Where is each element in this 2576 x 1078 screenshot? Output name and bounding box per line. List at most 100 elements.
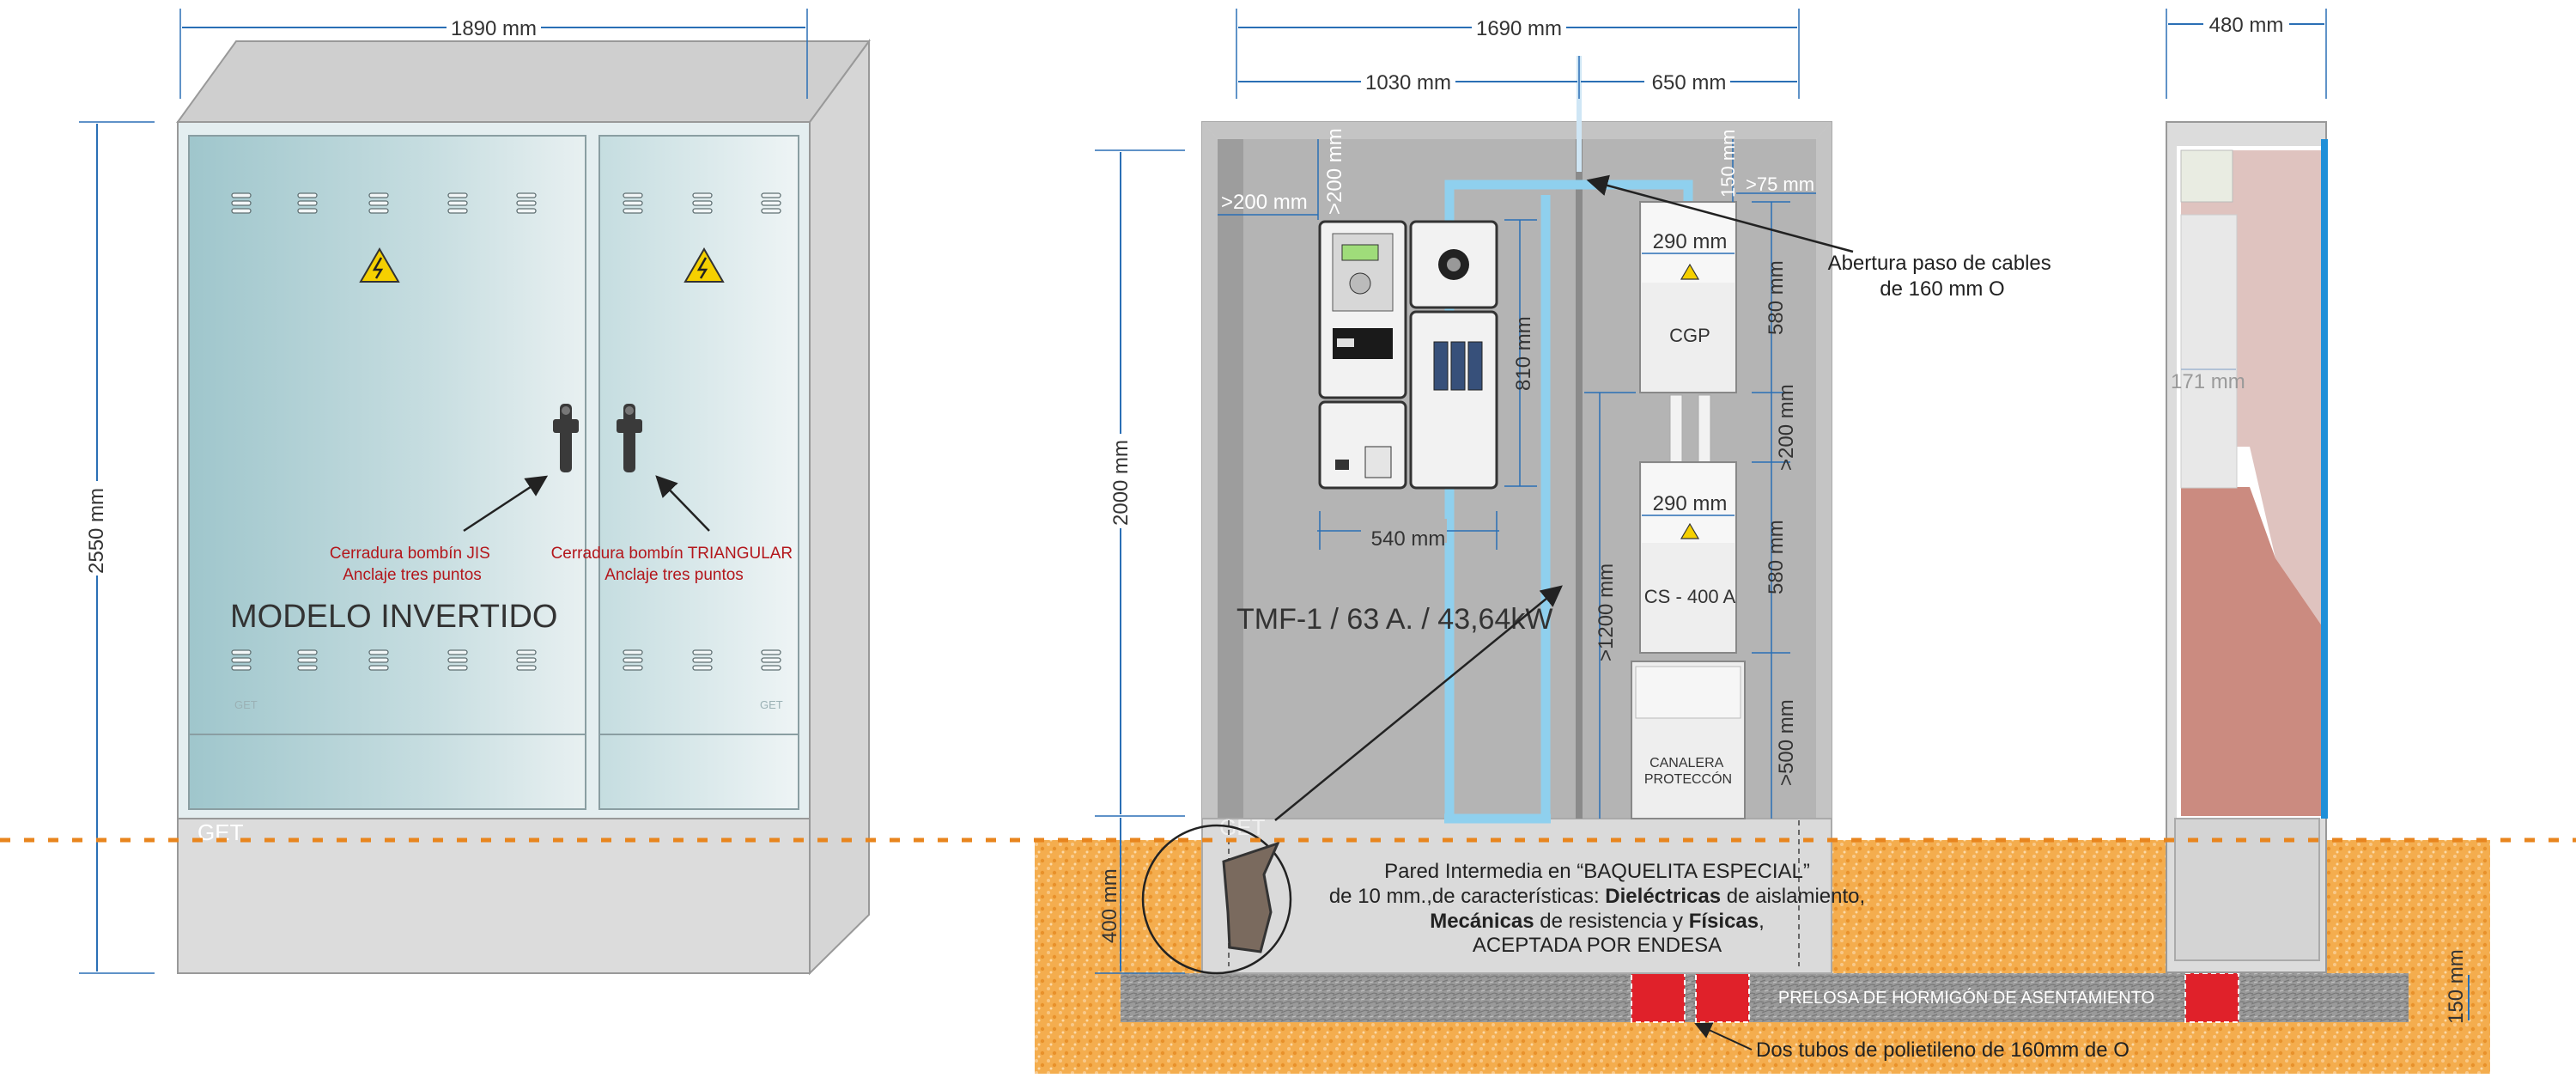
wall-note-line2: de 10 mm.,de características: Dieléctric…: [1329, 885, 1865, 908]
plinth-height-label: 400 mm: [1098, 868, 1121, 943]
vent-slot: [231, 192, 252, 198]
vent-slot: [761, 665, 781, 671]
vent-slot: [368, 200, 389, 206]
side-depth-label: 480 mm: [2209, 14, 2284, 37]
cs-label: CS - 400 A: [1644, 586, 1736, 607]
vent-slot: [516, 192, 537, 198]
vent-slot: [692, 665, 713, 671]
wall-detail-circle: [1141, 824, 1292, 975]
vent-slot: [692, 208, 713, 214]
door-handle-jis-icon[interactable]: [553, 404, 579, 472]
opening-pointer: [1586, 174, 1854, 253]
vent-slot: [447, 665, 468, 671]
wall-note: Pared Intermedia en “BAQUELITA ESPECIAL”…: [1329, 860, 1865, 957]
vent-slot: [623, 657, 643, 663]
side-door-edge: [2321, 139, 2328, 819]
channel-height-label: >1200 mm: [1595, 563, 1618, 661]
meter-width-label: 540 mm: [1371, 527, 1446, 551]
front-width-label: 1890 mm: [451, 17, 537, 40]
vent-slot: [692, 200, 713, 206]
tube-2: [1695, 972, 1750, 1023]
canalera-label: CANALERA PROTECCÓN: [1644, 756, 1732, 787]
cgp-box: [1639, 201, 1737, 393]
vent-slot: [231, 200, 252, 206]
side-gap-label: >200 mm: [1221, 191, 1308, 214]
front-view: GET Cerradura bombín JIS: [79, 9, 871, 976]
interior-height-label: 2000 mm: [1109, 440, 1133, 526]
vent-slot: [297, 657, 318, 663]
vent-slot: [447, 657, 468, 663]
vent-slot: [297, 200, 318, 206]
front-height-label: 2550 mm: [85, 488, 108, 574]
vent-slot: [231, 657, 252, 663]
warning-icon: [683, 247, 725, 283]
wall-detail-pointer: [1274, 585, 1563, 821]
lock-triangular-label: Cerradura bombín TRIANGULAR Anclaje tres…: [551, 545, 798, 584]
door-brand-right: GET: [760, 698, 783, 711]
vent-slot: [368, 657, 389, 663]
intermediate-wall: [1576, 139, 1583, 819]
left-door: [188, 135, 586, 810]
tubes-pointer: [1694, 1022, 1753, 1051]
gap-150-label: 150 mm: [1717, 130, 1739, 198]
wall-note-line1: Pared Intermedia en “BAQUELITA ESPECIAL”: [1384, 860, 1810, 883]
meter-height-label: 810 mm: [1512, 316, 1535, 391]
vent-slot: [761, 192, 781, 198]
interior-view: GET: [1095, 9, 2057, 975]
interior-width-label: 1690 mm: [1476, 17, 1562, 40]
vent-slot: [368, 649, 389, 655]
cabinet-base: [177, 818, 811, 974]
vent-slot: [516, 208, 537, 214]
vent-slot: [297, 192, 318, 198]
tubes-label: Dos tubos de polietileno de 160mm de O: [1756, 1038, 2129, 1062]
vent-slot: [447, 208, 468, 214]
side-inner-depth-label: 171 mm: [2171, 370, 2245, 393]
vent-slot: [447, 200, 468, 206]
vent-slot: [692, 649, 713, 655]
vent-slot: [623, 649, 643, 655]
mid-gap-label: >200 mm: [1775, 384, 1798, 471]
interior-brand: GET: [1219, 814, 1266, 840]
vent-slot: [761, 649, 781, 655]
vent-slot: [447, 649, 468, 655]
vent-slot: [297, 665, 318, 671]
tube-3: [2184, 972, 2239, 1023]
cs-400-box: [1639, 461, 1737, 654]
interior-plinth: [1201, 818, 1832, 974]
cs-height-label: 580 mm: [1765, 520, 1788, 594]
tmf-label: TMF-1 / 63 A. / 43,64kW: [1236, 603, 1552, 636]
wall-section-icon: [1222, 841, 1280, 953]
lock-jis-label: Cerradura bombín JIS Anclaje tres puntos: [330, 545, 495, 584]
vent-slot: [623, 200, 643, 206]
slab-height-label: 150 mm: [2445, 949, 2468, 1024]
right-door: [598, 135, 799, 810]
side-fill-dark: [2181, 487, 2323, 816]
gap-75-label: >75 mm: [1746, 174, 1814, 195]
vent-slot: [761, 657, 781, 663]
vent-slot: [231, 665, 252, 671]
vent-slot: [368, 665, 389, 671]
meter-module: [1318, 220, 1498, 490]
right-width-label: 650 mm: [1652, 71, 1727, 94]
vent-slot: [297, 208, 318, 214]
vent-slot: [447, 192, 468, 198]
left-width-label: 1030 mm: [1365, 71, 1451, 94]
vent-slot: [516, 657, 537, 663]
cabinet-side-face: [809, 38, 870, 976]
vent-slot: [231, 649, 252, 655]
lock-triangular-pointer: [655, 475, 710, 532]
canalera-box: [1631, 661, 1746, 819]
vent-slot: [692, 657, 713, 663]
cgp-width-label: 290 mm: [1653, 230, 1728, 253]
vent-slot: [368, 208, 389, 214]
vent-slot: [516, 649, 537, 655]
opening-note: Abertura paso de cables de 160 mm O: [1828, 252, 2057, 301]
door-handle-triangular-icon[interactable]: [617, 404, 642, 472]
model-title: MODELO INVERTIDO: [230, 599, 557, 635]
cabinet-top-face: [176, 40, 871, 123]
cgp-height-label: 580 mm: [1765, 260, 1788, 335]
vent-slot: [692, 192, 713, 198]
vent-slot: [297, 649, 318, 655]
door-brand-left: GET: [234, 698, 258, 711]
